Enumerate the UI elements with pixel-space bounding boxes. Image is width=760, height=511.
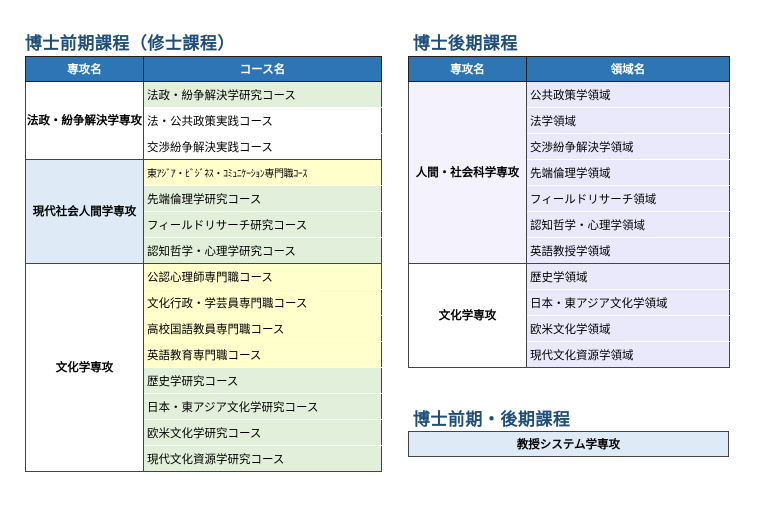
- field-name: 日本・東アジア文化学領域: [526, 289, 730, 316]
- table-row: 欧米文化学領域: [409, 315, 730, 342]
- field-name: 欧米文化学領域: [526, 315, 730, 342]
- major-name: 現代社会人間学専攻: [25, 159, 144, 264]
- course-column-header: コース名: [143, 56, 382, 82]
- field-name: 英語教授学領域: [526, 237, 730, 264]
- field-name: 法学領域: [526, 107, 730, 134]
- table-row: 先端倫理学領域: [409, 159, 730, 186]
- table-row: フィールドリサーチ領域: [409, 185, 730, 212]
- field-name: 公共政策学領域: [526, 81, 730, 108]
- table-row: 英語教育専門職コース: [26, 341, 382, 368]
- course-name: 文化行政・学芸員専門職コース: [143, 289, 382, 316]
- course-name: 高校国語教員専門職コース: [143, 315, 382, 342]
- table-row: 人間・社会科学専攻 公共政策学領域: [408, 81, 730, 264]
- field-name: 歴史学領域: [526, 263, 730, 290]
- table-row: 文化行政・学芸員専門職コース: [26, 289, 382, 316]
- combined-program-major: 教授システム学専攻: [408, 431, 729, 457]
- table-header-row: 専攻名 コース名: [25, 56, 382, 82]
- table-row: 交渉紛争解決学領域: [409, 133, 730, 160]
- table-row: 歴史学研究コース: [26, 367, 382, 394]
- table-row: 認知哲学・心理学研究コース: [26, 237, 382, 264]
- major-name: 法政・紛争解決学専攻: [25, 81, 144, 160]
- course-name: 法・公共政策実践コース: [143, 107, 382, 134]
- table-row: 現代社会人間学専攻 東ｱｼﾞｱ・ﾋﾞｼﾞﾈｽ・ｺﾐｭﾆｹｰｼｮﾝ専門職ｺｰｽ: [25, 159, 382, 264]
- table-row: 高校国語教員専門職コース: [26, 315, 382, 342]
- table-row: 英語教授学領域: [409, 237, 730, 264]
- course-name: 英語教育専門職コース: [143, 341, 382, 368]
- course-name: 法政・紛争解決学研究コース: [143, 81, 382, 108]
- course-name: 欧米文化学研究コース: [143, 419, 382, 446]
- course-name: 日本・東アジア文化学研究コース: [143, 393, 382, 420]
- table-row: 法・公共政策実践コース: [26, 107, 382, 134]
- table-row: 日本・東アジア文化学研究コース: [26, 393, 382, 420]
- field-name: 先端倫理学領域: [526, 159, 730, 186]
- combined-program-title: 博士前期・後期課程: [413, 410, 571, 430]
- table-row: 現代文化資源学領域: [409, 341, 730, 368]
- master-program-table: 専攻名 コース名 法政・紛争解決学専攻 法政・紛争解決学研究コース 法・公共政策…: [25, 56, 382, 472]
- major-name: 文化学専攻: [408, 263, 527, 368]
- table-row: 交渉紛争解決実践コース: [26, 133, 382, 160]
- field-name: 認知哲学・心理学領域: [526, 211, 730, 238]
- course-name: 先端倫理学研究コース: [143, 185, 382, 212]
- field-name: 現代文化資源学領域: [526, 341, 730, 368]
- course-name: 公認心理師専門職コース: [143, 263, 382, 290]
- field-name: 交渉紛争解決学領域: [526, 133, 730, 160]
- table-row: 現代文化資源学研究コース: [26, 445, 382, 472]
- course-name: 交渉紛争解決実践コース: [143, 133, 382, 160]
- course-name: 東ｱｼﾞｱ・ﾋﾞｼﾞﾈｽ・ｺﾐｭﾆｹｰｼｮﾝ専門職ｺｰｽ: [143, 159, 382, 186]
- master-program-title: 博士前期課程（修士課程）: [25, 34, 235, 54]
- table-row: 文化学専攻 歴史学領域: [408, 263, 730, 368]
- major-column-header: 専攻名: [25, 56, 144, 82]
- doctoral-program-title: 博士後期課程: [413, 34, 518, 54]
- major-name: 人間・社会科学専攻: [408, 81, 527, 264]
- field-column-header: 領域名: [526, 56, 730, 82]
- table-row: 文化学専攻 公認心理師専門職コース: [25, 263, 382, 472]
- course-name: 歴史学研究コース: [143, 367, 382, 394]
- field-name: フィールドリサーチ領域: [526, 185, 730, 212]
- course-name: 現代文化資源学研究コース: [143, 445, 382, 472]
- course-name: 認知哲学・心理学研究コース: [143, 237, 382, 264]
- table-row: 欧米文化学研究コース: [26, 419, 382, 446]
- table-row: 法政・紛争解決学専攻 法政・紛争解決学研究コース: [25, 81, 382, 160]
- doctoral-program-table: 専攻名 領域名 人間・社会科学専攻 公共政策学領域 法学領域 交渉紛争解決学領域…: [408, 56, 730, 368]
- table-header-row: 専攻名 領域名: [408, 56, 730, 82]
- table-row: 日本・東アジア文化学領域: [409, 289, 730, 316]
- course-name: フィールドリサーチ研究コース: [143, 211, 382, 238]
- major-column-header: 専攻名: [408, 56, 527, 82]
- table-row: フィールドリサーチ研究コース: [26, 211, 382, 238]
- major-name: 文化学専攻: [25, 263, 144, 472]
